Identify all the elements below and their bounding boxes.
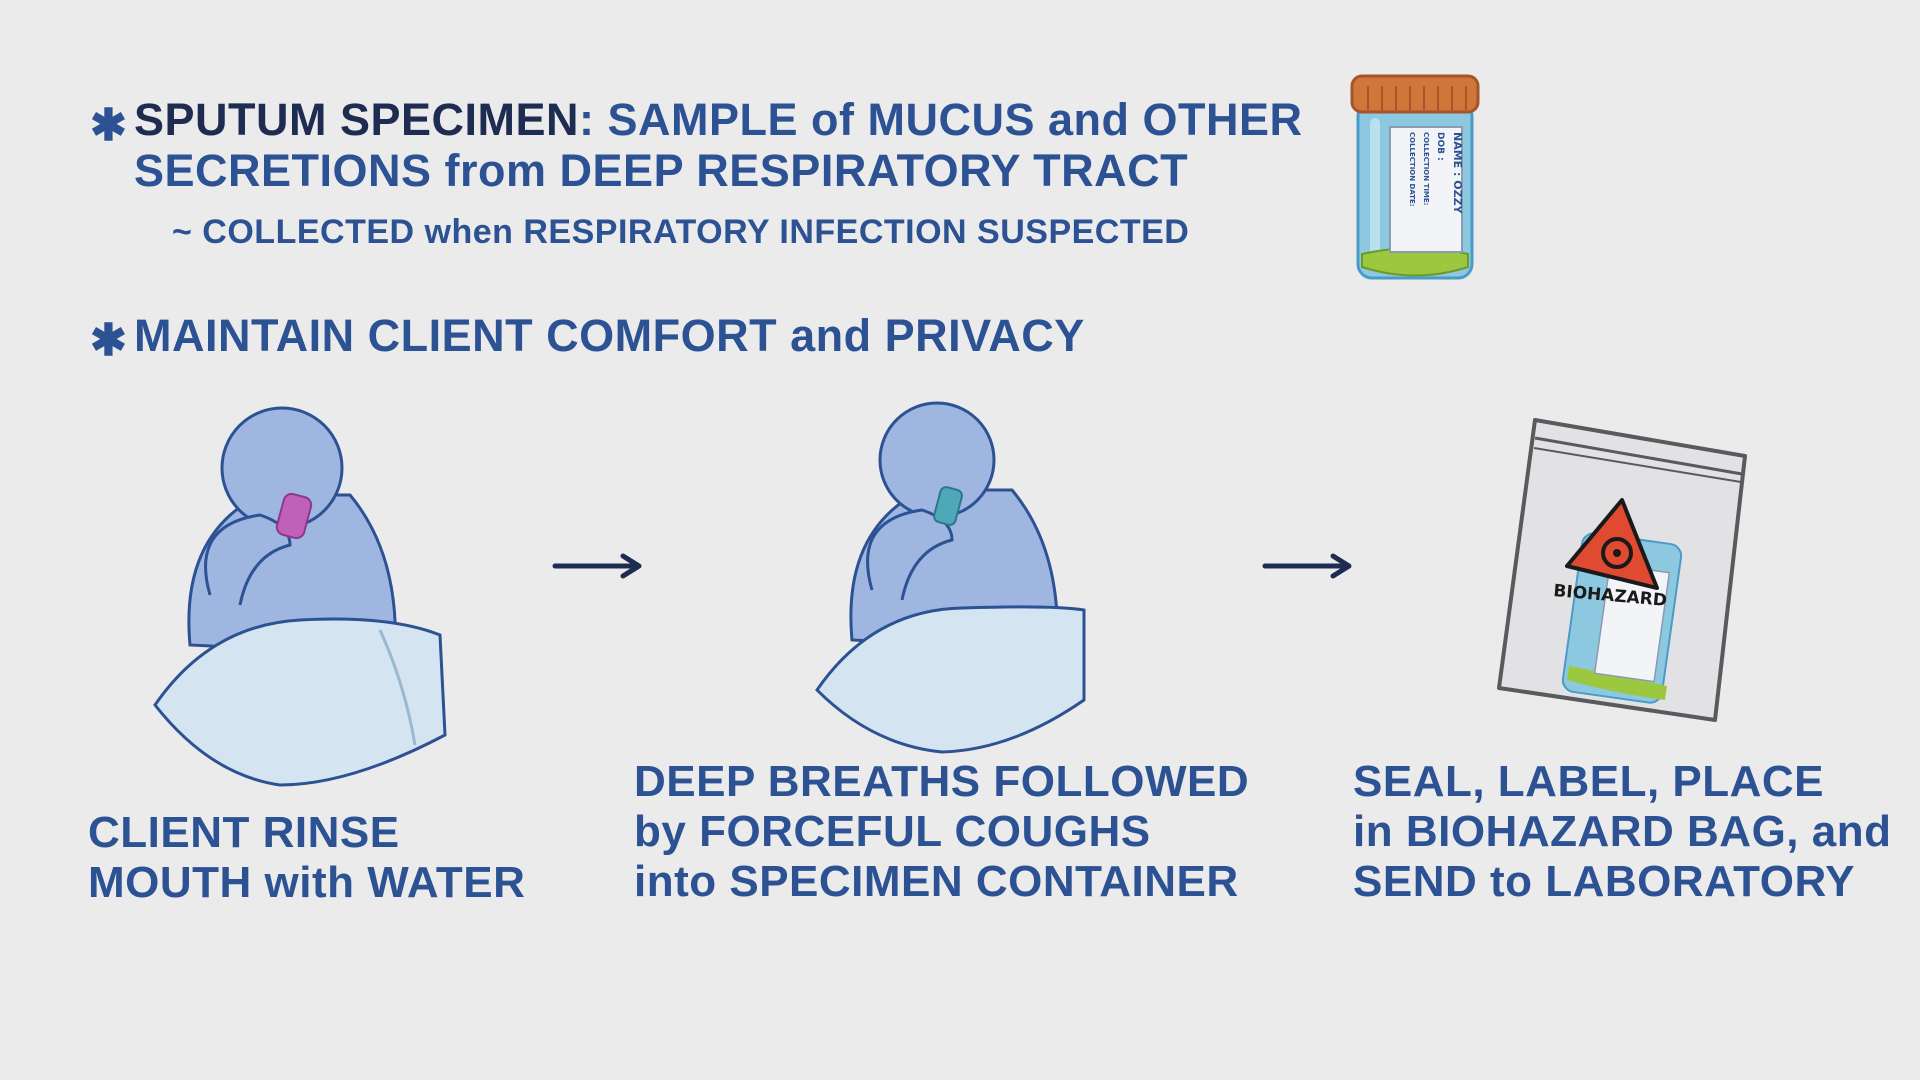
label-dob: DOB : (1435, 132, 1445, 161)
comfort-privacy-text: MAINTAIN CLIENT COMFORT and PRIVACY (134, 310, 1085, 361)
caption-line: SEAL, LABEL, PLACE (1353, 757, 1825, 806)
caption-line: SEND to LABORATORY (1353, 857, 1855, 906)
step-3-caption: SEAL, LABEL, PLACE in BIOHAZARD BAG, and… (1353, 757, 1891, 907)
biohazard-bag-illustration: BIOHAZARD (1497, 418, 1747, 722)
definition-line-2: SECRETIONS from DEEP RESPIRATORY TRACT (134, 145, 1189, 196)
biohazard-symbol-icon (1565, 498, 1659, 590)
label-time: COLLECTION TIME: (1422, 132, 1430, 206)
step-1-caption: CLIENT RINSE MOUTH with WATER (88, 808, 525, 908)
label-date: COLLECTION DATE: (1408, 132, 1416, 207)
caption-line: CLIENT RINSE (88, 808, 400, 857)
specimen-container-illustration: NAME : OZZY DOB : COLLECTION TIME: COLLE… (1350, 74, 1480, 280)
term-sputum-specimen: SPUTUM SPECIMEN (134, 94, 580, 145)
asterisk-icon: ✱ (90, 101, 127, 150)
caption-line: by FORCEFUL COUGHS (634, 807, 1151, 856)
client-coughing-illustration (815, 401, 1086, 754)
client-rinsing-illustration (153, 406, 447, 787)
arrow-right-icon (1262, 553, 1352, 579)
arrow-right-icon (552, 553, 642, 579)
step-2-caption: DEEP BREATHS FOLLOWED by FORCEFUL COUGHS… (634, 757, 1249, 907)
collection-note: ~ COLLECTED when RESPIRATORY INFECTION S… (172, 213, 1190, 251)
definition-line-1: SPUTUM SPECIMEN: SAMPLE of MUCUS and OTH… (134, 94, 1303, 146)
caption-line: MOUTH with WATER (88, 858, 526, 907)
caption-line: into SPECIMEN CONTAINER (634, 857, 1239, 906)
cup-icon (275, 492, 313, 540)
definition-text: : SAMPLE of MUCUS and OTHER (579, 94, 1303, 145)
specimen-cup-icon (933, 486, 963, 526)
caption-line: DEEP BREATHS FOLLOWED (634, 757, 1250, 806)
asterisk-icon: ✱ (90, 316, 127, 365)
caption-line: in BIOHAZARD BAG, and (1353, 807, 1892, 856)
label-name: NAME : OZZY (1451, 132, 1464, 215)
